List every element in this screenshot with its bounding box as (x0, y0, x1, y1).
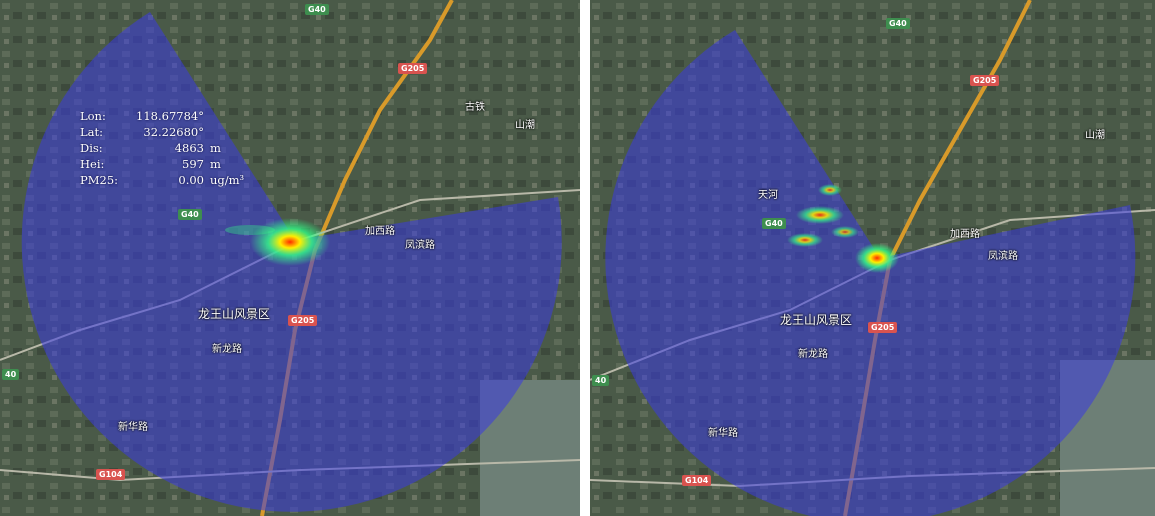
shield-g205-top: G205 (970, 75, 1000, 86)
label-road-xinhua: 新华路 (118, 422, 148, 433)
shield-g205-mid: G205 (868, 322, 898, 333)
position-readout: Lon: 118.67784° Lat: 32.22680° Dis: 4863… (80, 108, 244, 188)
dis-label: Dis: (80, 141, 103, 155)
label-road-xinhua: 新华路 (708, 428, 738, 439)
lat-label: Lat: (80, 125, 103, 139)
label-road-tianhe: 天河 (758, 190, 778, 201)
label-road-shanchao: 山潮 (1085, 130, 1105, 141)
label-road-gutie: 古铁 (465, 102, 485, 113)
readout-dis-row: Dis: 4863 m (80, 140, 244, 156)
pm-label: PM25: (80, 173, 119, 187)
shield-g40-mid: G40 (762, 218, 786, 229)
readout-lon-row: Lon: 118.67784° (80, 108, 244, 124)
radar-sector (605, 30, 1136, 516)
hei-unit: m (210, 157, 221, 171)
lon-label: Lon: (80, 109, 106, 123)
hei-label: Hei: (80, 157, 105, 171)
shield-g40-mid: G40 (178, 209, 202, 220)
shield-s40: 40 (2, 369, 20, 380)
shield-g40-top: G40 (886, 18, 910, 29)
shield-g205-top: G205 (398, 63, 428, 74)
label-road-jiaxi: 加西路 (365, 226, 395, 237)
readout-hei-row: Hei: 597 m (80, 156, 244, 172)
readout-lat-row: Lat: 32.22680° (80, 124, 244, 140)
pm-value: 0.00 (178, 173, 204, 187)
readout-pm-row: PM25: 0.00 ug/m³ (80, 172, 244, 188)
shield-g205-mid: G205 (288, 315, 318, 326)
label-road-lz: 新龙路 (212, 344, 242, 355)
shield-g40-top: G40 (305, 4, 329, 15)
label-road-fengbin: 凤滨路 (988, 251, 1018, 262)
shield-g104: G104 (96, 469, 126, 480)
label-road-fengbin: 凤滨路 (405, 240, 435, 251)
label-road-lz: 新龙路 (798, 349, 828, 360)
dis-value: 4863 (174, 141, 204, 155)
dis-unit: m (210, 141, 221, 155)
lat-value: 32.22680° (143, 125, 204, 139)
hei-value: 597 (182, 157, 204, 171)
pollution-plume (787, 184, 859, 247)
label-scenic-area: 龙王山风景区 (780, 313, 853, 327)
pollution-trail (225, 225, 275, 235)
pollution-hotspot (855, 243, 899, 273)
shield-g104: G104 (682, 475, 712, 486)
shield-s40: 40 (592, 375, 610, 386)
map-canvas-left[interactable] (0, 0, 580, 516)
map-panel-right[interactable]: 龙王山风景区 新龙路 凤滨路 加西路 山潮 天河 新华路 G40 G40 G20… (590, 0, 1155, 516)
pm-unit: ug/m³ (210, 173, 245, 187)
label-road-jiaxi: 加西路 (950, 229, 980, 240)
lon-value: 118.67784° (136, 109, 204, 123)
map-panel-left[interactable]: Lon: 118.67784° Lat: 32.22680° Dis: 4863… (0, 0, 580, 516)
pollution-hotspot (250, 218, 330, 266)
label-road-shanchao: 山潮 (515, 120, 535, 131)
map-canvas-right[interactable] (590, 0, 1155, 516)
label-scenic-area: 龙王山风景区 (198, 307, 271, 321)
